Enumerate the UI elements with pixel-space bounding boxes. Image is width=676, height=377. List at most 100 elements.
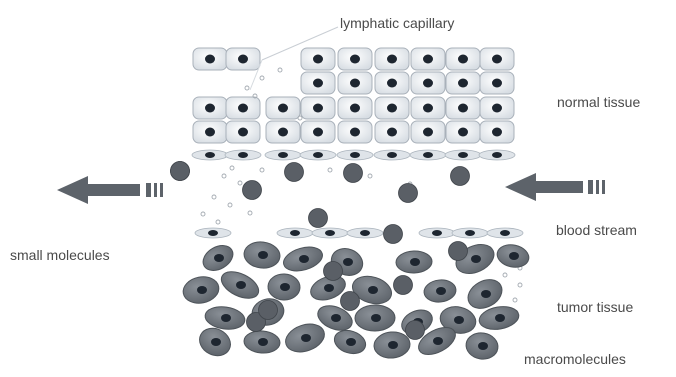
right-arrow-tick [588, 180, 593, 194]
nucleus [368, 286, 378, 294]
nucleus [313, 152, 323, 158]
nucleus [313, 104, 323, 113]
nucleus [205, 55, 215, 64]
label-small-molecules: small molecules [10, 247, 110, 263]
macromolecule [399, 184, 418, 203]
nucleus [197, 286, 207, 294]
small-molecule [201, 212, 205, 216]
nucleus [221, 314, 231, 322]
nucleus [481, 290, 491, 298]
nucleus [238, 104, 248, 113]
nucleus [313, 79, 323, 88]
nucleus [465, 230, 475, 236]
nucleus [350, 152, 360, 158]
upper-vessel-wall [192, 150, 515, 160]
nucleus [313, 55, 323, 64]
small-molecule [230, 166, 234, 170]
nucleus [423, 79, 433, 88]
nucleus [458, 79, 468, 88]
label-lymphatic-capillary: lymphatic capillary [340, 15, 454, 31]
small-molecule [260, 76, 264, 80]
small-molecule [216, 220, 220, 224]
macromolecule [384, 225, 403, 244]
nucleus [387, 79, 397, 88]
small-molecule [212, 195, 216, 199]
right-arrow-tick [602, 180, 605, 194]
nucleus [458, 55, 468, 64]
macromolecule [309, 209, 328, 228]
small-molecule [518, 283, 522, 287]
nucleus [495, 314, 505, 322]
right-arrow [505, 173, 583, 201]
small-molecule [328, 168, 332, 172]
nucleus [214, 254, 224, 262]
nucleus [301, 334, 311, 342]
nucleus [388, 341, 398, 349]
macromolecule [394, 276, 413, 295]
nucleus [458, 128, 468, 137]
small-molecule [248, 211, 252, 215]
left-arrow-tick [154, 183, 157, 197]
nucleus [205, 152, 215, 158]
nucleus [492, 79, 502, 88]
lower-vessel-wall [195, 228, 523, 238]
label-normal-tissue: normal tissue [557, 94, 640, 110]
nucleus [278, 128, 288, 137]
nucleus [258, 251, 268, 259]
nucleus [423, 55, 433, 64]
nucleus [423, 152, 433, 158]
nucleus [471, 255, 481, 263]
nucleus [278, 152, 288, 158]
nucleus [258, 338, 268, 346]
right-arrow-tick [596, 180, 599, 194]
nucleus [492, 55, 502, 64]
label-blood-stream: blood stream [556, 222, 637, 238]
nucleus [454, 316, 464, 324]
small-molecule [368, 174, 372, 178]
macromolecule [451, 167, 470, 186]
nucleus [236, 281, 246, 289]
small-molecule [238, 181, 242, 185]
nucleus [238, 152, 248, 158]
macromolecule [171, 162, 190, 181]
flow-arrows [57, 173, 605, 204]
small-molecule [278, 68, 282, 72]
small-molecule [298, 116, 302, 120]
label-tumor-tissue: tumor tissue [557, 299, 633, 315]
nucleus [500, 230, 510, 236]
nucleus [346, 338, 356, 346]
macromolecule [243, 181, 262, 200]
nucleus [290, 230, 300, 236]
nucleus [492, 152, 502, 158]
small-molecule [513, 298, 517, 302]
nucleus [387, 152, 397, 158]
nucleus [350, 55, 360, 64]
nucleus [280, 283, 290, 291]
nucleus [238, 55, 248, 64]
macromolecule [285, 163, 304, 182]
nucleus [238, 128, 248, 137]
nucleus [410, 258, 420, 266]
left-arrow [57, 176, 140, 204]
nucleus [423, 128, 433, 137]
nucleus [325, 230, 335, 236]
macromolecule [259, 301, 278, 320]
nucleus [324, 284, 334, 292]
nucleus [360, 230, 370, 236]
nucleus [371, 314, 381, 322]
small-molecule [245, 86, 249, 90]
small-molecule [222, 174, 226, 178]
nucleus [492, 104, 502, 113]
nucleus [211, 338, 221, 346]
small-molecule [260, 168, 264, 172]
nucleus [387, 55, 397, 64]
nucleus [350, 79, 360, 88]
nucleus [387, 104, 397, 113]
nucleus [423, 104, 433, 113]
nucleus [343, 258, 353, 266]
nucleus [509, 252, 519, 260]
nucleus [478, 342, 488, 350]
small-molecule [228, 203, 232, 207]
